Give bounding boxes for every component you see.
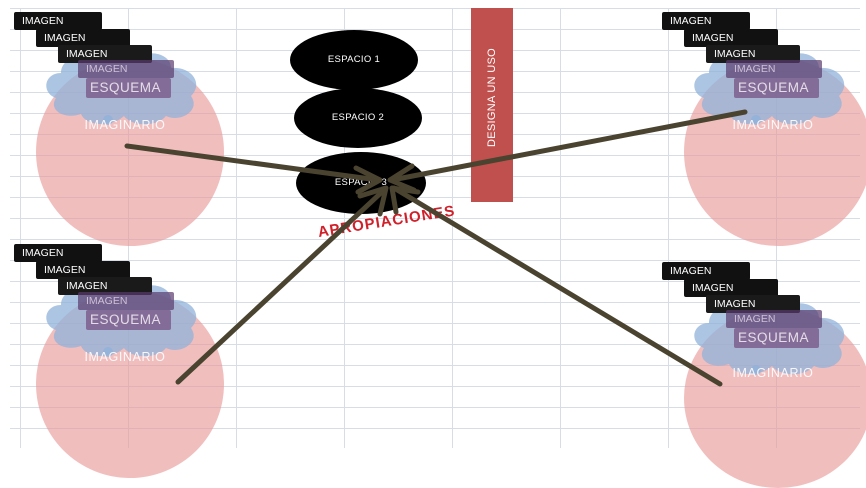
cluster-top-left: IMAGEN IMAGEN IMAGEN IMAGEN ESQUEMA IMAG…	[10, 12, 240, 246]
imagen-tag: IMAGEN	[36, 29, 130, 47]
cluster-top-right: IMAGEN IMAGEN IMAGEN IMAGEN ESQUEMA IMAG…	[658, 12, 866, 246]
espacio-3-ellipse: ESPACIO 3	[296, 152, 426, 214]
imagen-tag: IMAGEN	[78, 292, 174, 310]
imagen-tag: IMAGEN	[662, 12, 750, 30]
imagen-tag: IMAGEN	[662, 262, 750, 280]
arrows-layer	[124, 109, 748, 387]
arrowhead	[387, 163, 417, 193]
esquema-label: ESQUEMA	[86, 78, 172, 98]
arrow-from-bottom-right	[391, 185, 723, 387]
imagen-tag: IMAGEN	[726, 310, 822, 328]
imagen-tag: IMAGEN	[684, 29, 778, 47]
designa-uso-band: DESIGNA UN USO	[471, 8, 513, 202]
arrow-from-bottom-left	[175, 187, 387, 385]
imagen-tag: IMAGEN	[58, 45, 152, 63]
esquema-label: ESQUEMA	[734, 328, 820, 348]
imaginario-label: IMAGINARIO	[732, 366, 814, 380]
imagen-tag: IMAGEN	[14, 12, 102, 30]
arrow-from-top-right	[389, 109, 748, 183]
cluster-bottom-left: IMAGEN IMAGEN IMAGEN IMAGEN ESQUEMA IMAG…	[10, 244, 240, 478]
imagen-tag: IMAGEN	[78, 60, 174, 78]
diagram-canvas: IMAGEN IMAGEN IMAGEN IMAGEN ESQUEMA IMAG…	[10, 8, 866, 488]
arrow-from-top-left	[124, 143, 381, 183]
imagen-tag: IMAGEN	[14, 244, 102, 262]
imagen-tag: IMAGEN	[58, 277, 152, 295]
imaginario-label: IMAGINARIO	[732, 118, 814, 132]
espacio-2-ellipse: ESPACIO 2	[294, 88, 422, 148]
arrowhead	[389, 185, 421, 215]
imaginario-label: IMAGINARIO	[84, 118, 166, 132]
esquema-label: ESQUEMA	[734, 78, 820, 98]
espacio-1-ellipse: ESPACIO 1	[290, 30, 418, 90]
arrowhead	[357, 185, 389, 217]
imagen-tag: IMAGEN	[684, 279, 778, 297]
imaginario-label: IMAGINARIO	[84, 350, 166, 364]
imagen-tag: IMAGEN	[36, 261, 130, 279]
imagen-tag: IMAGEN	[726, 60, 822, 78]
imagen-tag: IMAGEN	[706, 45, 800, 63]
arrowhead	[353, 165, 383, 195]
esquema-label: ESQUEMA	[86, 310, 172, 330]
imagen-tag: IMAGEN	[706, 295, 800, 313]
